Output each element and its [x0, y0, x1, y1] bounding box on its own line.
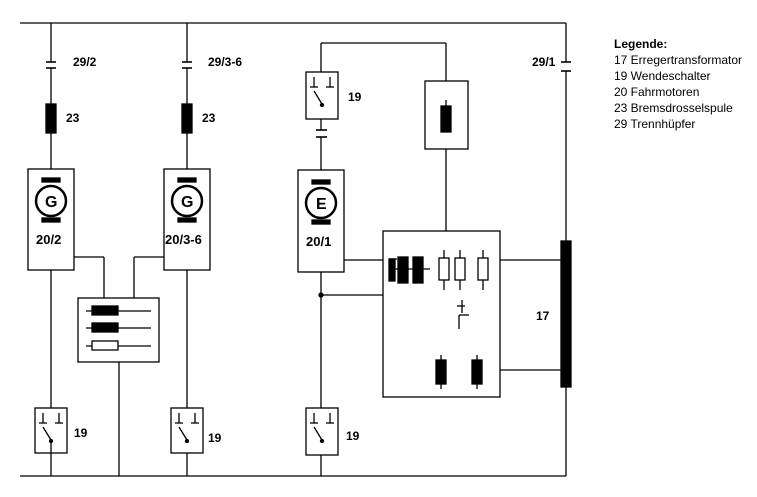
branch-20-3-6: [133, 23, 211, 408]
exciter-symbol: E: [316, 196, 327, 213]
reversing-switch-mid: [170, 407, 204, 476]
label-19-top: 19: [348, 90, 362, 104]
brake-resistor-box: [77, 297, 160, 476]
exciter-transformer-17: [560, 240, 572, 388]
generator-g-icon: [170, 184, 204, 218]
separator-29-1: [561, 61, 571, 72]
label-29-2: 29/2: [73, 55, 97, 69]
legend: Legende: 17 Erregertransformator 19 Wend…: [614, 36, 742, 132]
gen-1-label: 20/2: [36, 232, 61, 247]
label-17: 17: [536, 309, 550, 323]
label-19-mid: 19: [208, 431, 222, 445]
gen-2-symbol: G: [181, 194, 193, 211]
legend-item: 29 Trennhüpfer: [614, 117, 696, 131]
label-23-b: 23: [202, 111, 216, 125]
choke-23-b: [181, 103, 193, 134]
legend-item: 17 Erregertransformator: [614, 53, 743, 67]
branch-20-1: [297, 42, 446, 476]
reversing-switch-left: [34, 407, 68, 476]
generator-g-icon: [34, 184, 68, 218]
control-box: [382, 230, 561, 398]
legend-item: 19 Wendeschalter: [614, 69, 711, 83]
label-19-left: 19: [74, 426, 88, 440]
gen-1-symbol: G: [45, 194, 57, 211]
reversing-switch-top: [305, 71, 339, 120]
exciter-choke-box: [424, 43, 469, 231]
choke-23-a: [45, 103, 57, 134]
label-29-1: 29/1: [532, 55, 556, 69]
label-23-a: 23: [66, 111, 80, 125]
branch-20-2: [27, 23, 105, 408]
exciter-e-icon: [304, 186, 338, 220]
reversing-switch-right: [305, 407, 339, 456]
label-29-3-6: 29/3-6: [208, 55, 242, 69]
gen-2-label: 20/3-6: [165, 232, 202, 247]
legend-title: Legende:: [614, 37, 668, 51]
label-19-right: 19: [346, 429, 360, 443]
legend-item: 23 Bremsdrosselspule: [614, 101, 733, 115]
exciter-label: 20/1: [306, 234, 331, 249]
legend-item: 20 Fahrmotoren: [614, 85, 700, 99]
